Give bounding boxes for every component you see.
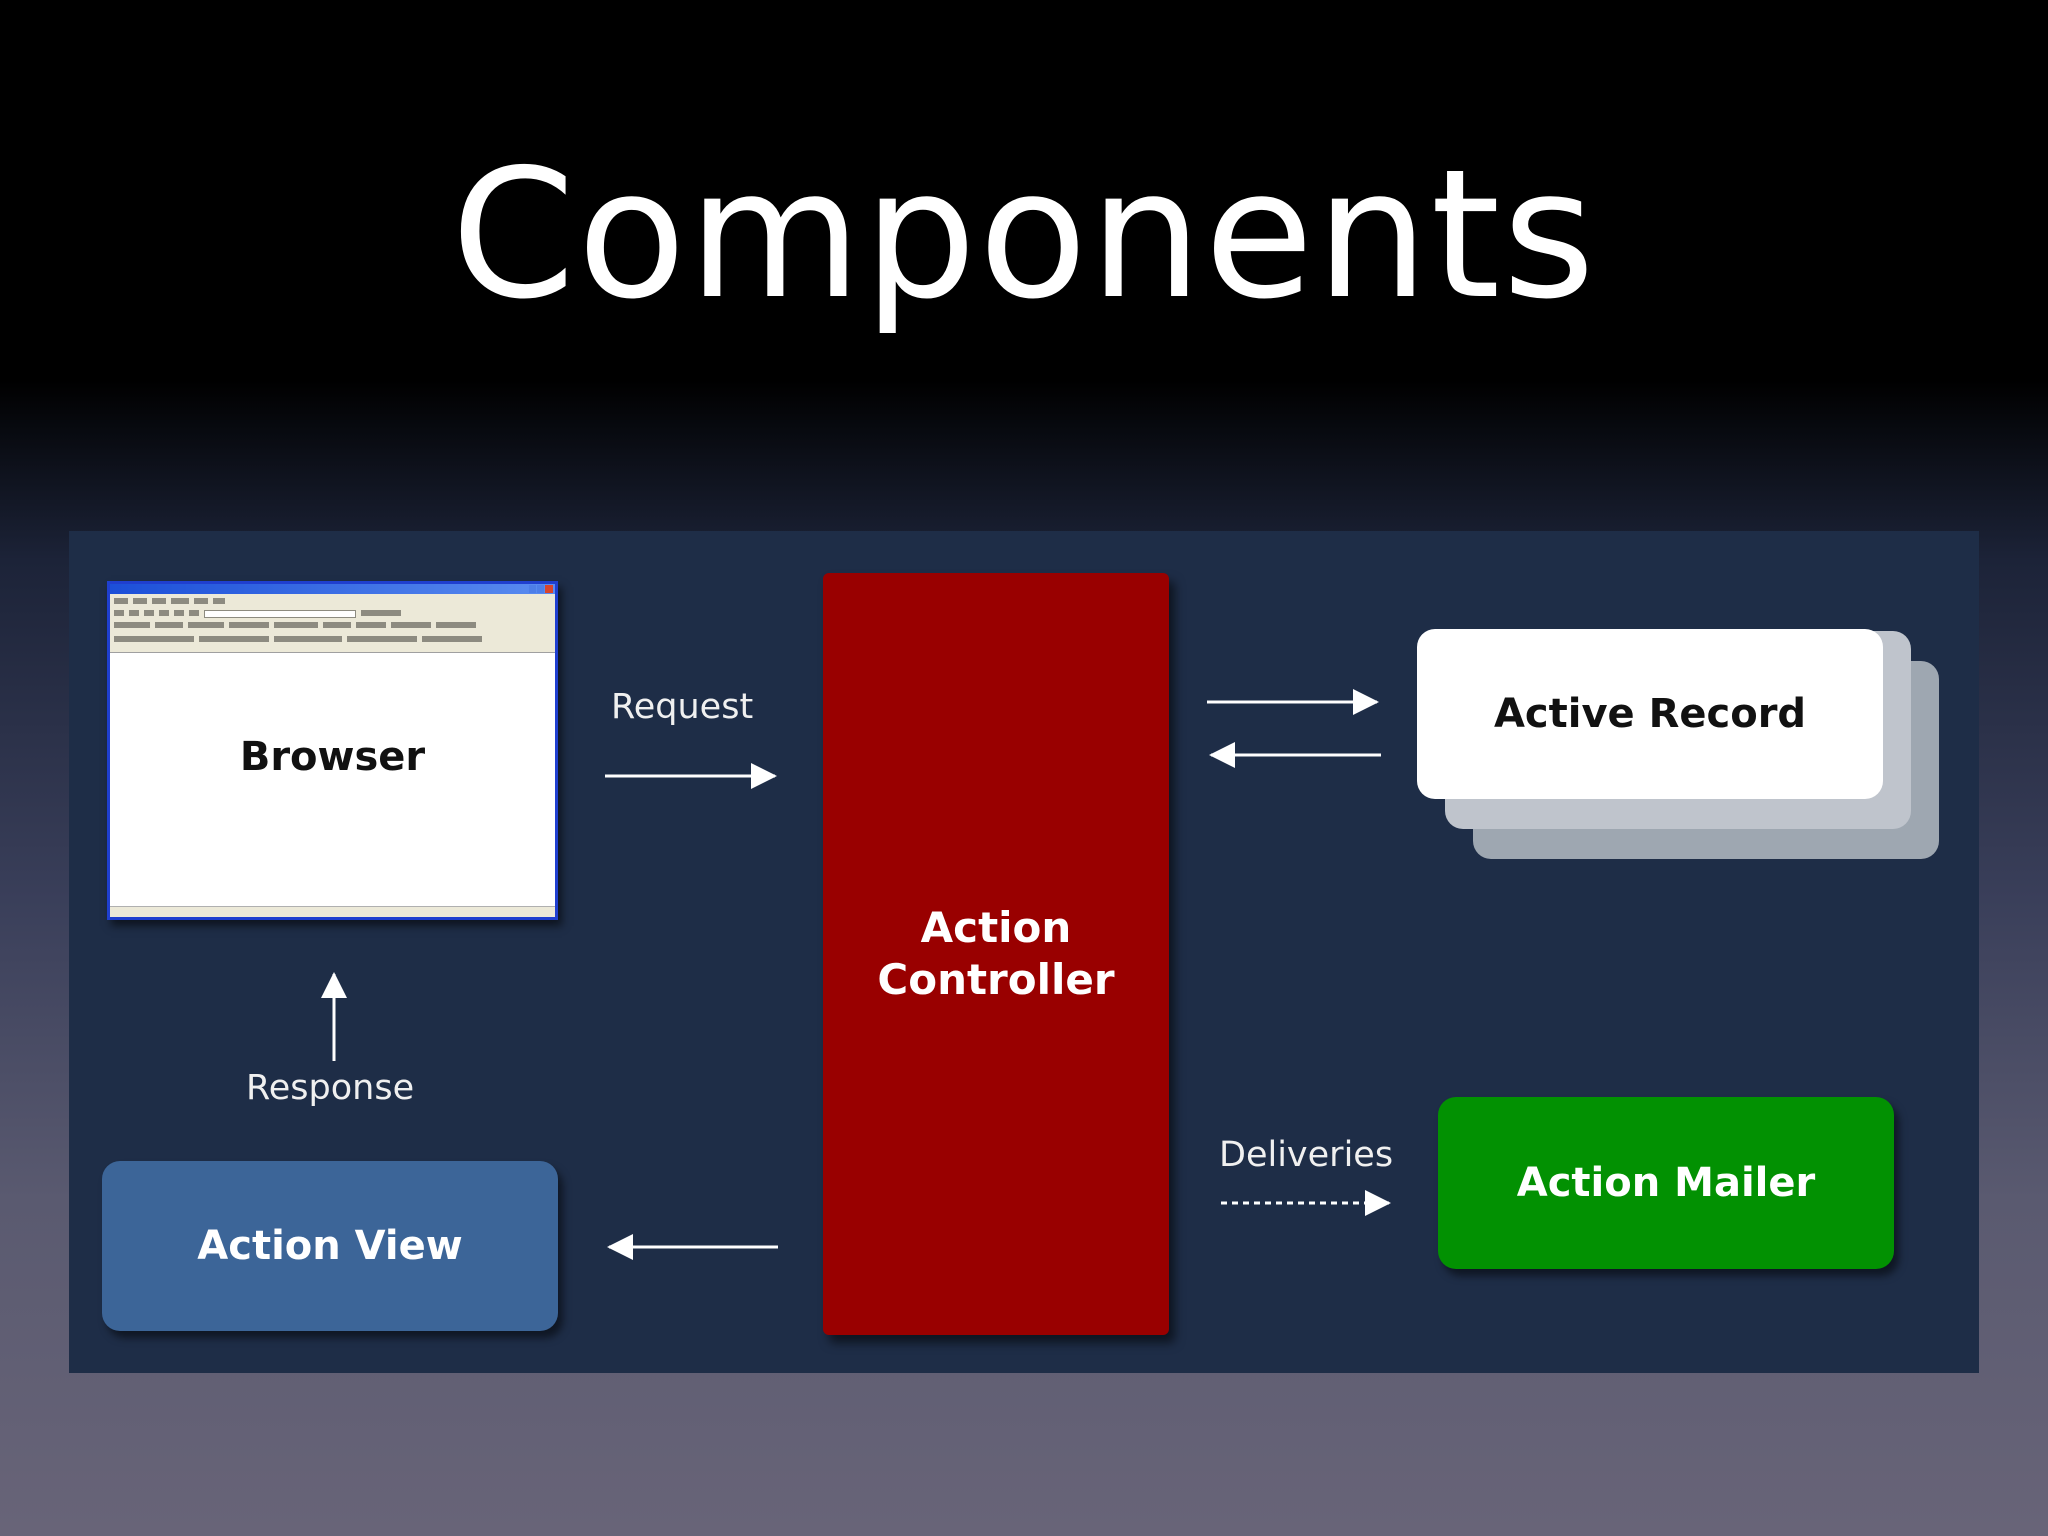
slide-title: Components — [450, 131, 1598, 338]
action-mailer-label: Action Mailer — [1516, 1160, 1816, 1206]
active-record-label: Active Record — [1493, 691, 1807, 737]
action-controller-node: Action Controller — [823, 573, 1169, 1335]
action-controller-label-line1: Action — [920, 903, 1072, 952]
deliveries-label: Deliveries — [1219, 1135, 1394, 1175]
browser-statusbar — [110, 906, 555, 917]
action-view-node: Action View — [102, 1161, 558, 1331]
action-view-label: Action View — [197, 1223, 463, 1269]
action-mailer-node: Action Mailer — [1438, 1097, 1894, 1269]
window-buttons-icon — [529, 585, 553, 593]
request-label: Request — [611, 687, 754, 727]
action-controller-label-line2: Controller — [877, 955, 1115, 1004]
active-record-node: Active Record — [1417, 629, 1883, 799]
browser-label: Browser — [239, 734, 426, 780]
browser-titlebar — [110, 584, 555, 594]
diagram-arrows — [321, 689, 1391, 1260]
response-label: Response — [246, 1068, 415, 1108]
components-diagram: Browser Action Controller Active Record … — [69, 531, 1979, 1373]
browser-window: Browser — [107, 581, 558, 920]
browser-toolbar — [110, 594, 555, 653]
